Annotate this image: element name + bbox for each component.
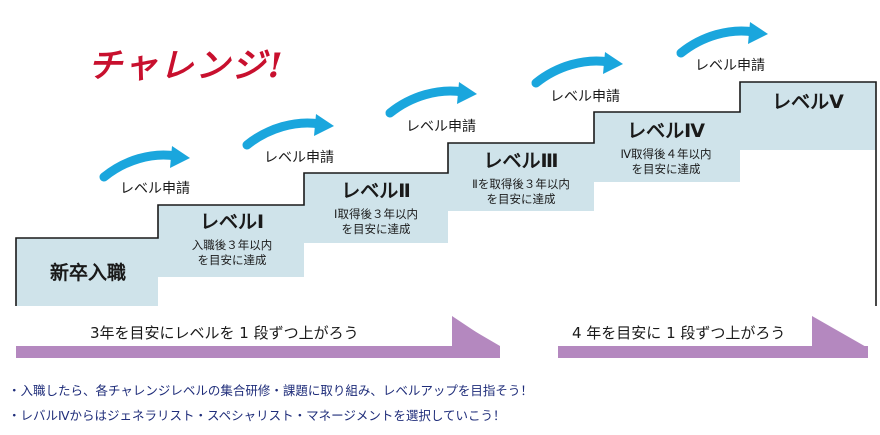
level-title-0: 新卒入職 <box>49 262 126 284</box>
level-note-3-line1: Ⅱを取得後３年以内 <box>472 177 570 191</box>
level-note-4-line1: Ⅳ取得後４年以内 <box>620 147 712 161</box>
band-text-1: 3年を目安にレベルを 1 段ずつ上がろう <box>90 324 359 342</box>
step-fill-2 <box>304 173 448 243</box>
level-note-1: 入職後３年以内 を目安に達成 <box>178 238 286 268</box>
staircase-outline <box>15 81 877 306</box>
band-bar-1 <box>16 346 500 358</box>
level-note-4: Ⅳ取得後４年以内 を目安に達成 <box>610 147 722 177</box>
step-fill-3 <box>448 143 594 211</box>
apply-label-3: レベル申請 <box>406 119 476 135</box>
step-fill-5 <box>740 82 876 150</box>
level-note-2-line1: Ⅰ取得後３年以内 <box>334 207 418 221</box>
level-note-3: Ⅱを取得後３年以内 を目安に達成 <box>462 177 580 207</box>
band-bar-2 <box>558 346 868 358</box>
curved-arrow-head-4 <box>603 52 623 74</box>
level-note-2: Ⅰ取得後３年以内 を目安に達成 <box>320 207 432 237</box>
band-text-2: 4 年を目安に 1 段ずつ上がろう <box>572 324 786 342</box>
level-title-2: レベルⅡ <box>341 180 411 202</box>
level-title-4: レベルⅣ <box>627 120 705 142</box>
curved-arrow-head-1 <box>170 146 190 168</box>
curved-arrow-2 <box>242 118 325 150</box>
level-title-5: レベルⅤ <box>772 91 844 113</box>
level-title-3: レベルⅢ <box>483 150 559 172</box>
step-fill-0 <box>16 238 158 306</box>
level-note-2-line2: を目安に達成 <box>341 222 411 236</box>
level-title-1: レベルⅠ <box>199 211 265 233</box>
apply-label-5: レベル申請 <box>695 58 765 74</box>
curved-arrow-5 <box>676 26 759 58</box>
level-note-4-line2: を目安に達成 <box>631 162 701 176</box>
curved-arrow-3 <box>385 86 468 118</box>
curved-arrow-head-2 <box>314 114 334 136</box>
bullet-2: ・レバルⅣからはジェネラリスト・スペシャリスト・マネージメントを選択していこう！ <box>8 408 506 423</box>
apply-label-1: レベル申請 <box>120 181 190 197</box>
bullet-1: ・入職したら、各チャレンジレベルの集合研修・課題に取り組み、レベルアップを目指そ… <box>8 383 533 398</box>
curved-arrow-head-5 <box>748 22 768 44</box>
curved-arrow-1 <box>99 150 181 182</box>
step-fill-4 <box>594 112 740 182</box>
level-note-3-line2: を目安に達成 <box>486 192 556 206</box>
level-note-1-line1: 入職後３年以内 <box>191 238 273 252</box>
challenge-headline: チャレンジ! <box>88 46 285 86</box>
curved-arrow-4 <box>531 56 614 88</box>
apply-label-4: レベル申請 <box>550 89 620 105</box>
apply-label-2: レベル申請 <box>264 150 334 166</box>
curved-arrow-head-3 <box>457 82 477 104</box>
step-fill-1 <box>158 205 304 277</box>
level-note-1-line2: を目安に達成 <box>197 253 267 267</box>
